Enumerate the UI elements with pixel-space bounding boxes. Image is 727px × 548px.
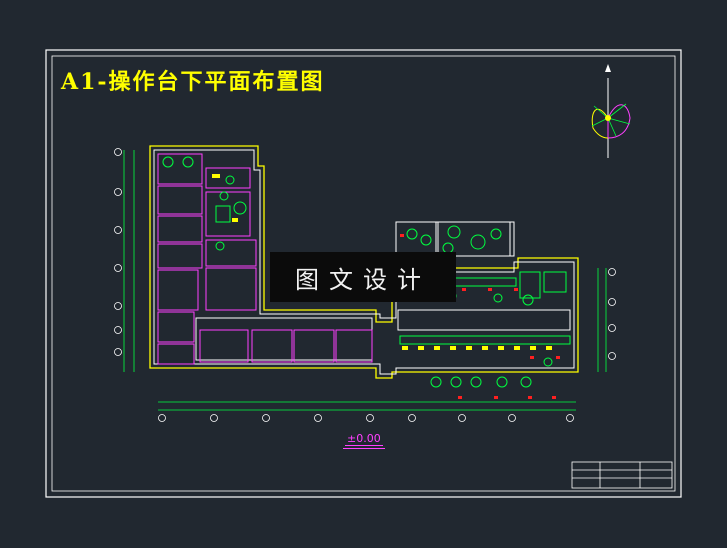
drawing-title: A1-操作台下平面布置图 (61, 69, 325, 95)
title-block (571, 461, 673, 489)
building-outline (149, 145, 579, 379)
upper-right-rooms (395, 221, 515, 257)
elevation-label: ±0.00 (343, 432, 385, 449)
north-compass (591, 64, 631, 158)
interior-partitions (157, 153, 373, 365)
outer-frame (45, 49, 682, 498)
axis-bubbles (114, 148, 616, 422)
watermark-label: 图文设计 (270, 252, 456, 302)
dimension-lines (123, 150, 607, 411)
inner-frame (51, 55, 676, 492)
fixtures (162, 156, 571, 388)
